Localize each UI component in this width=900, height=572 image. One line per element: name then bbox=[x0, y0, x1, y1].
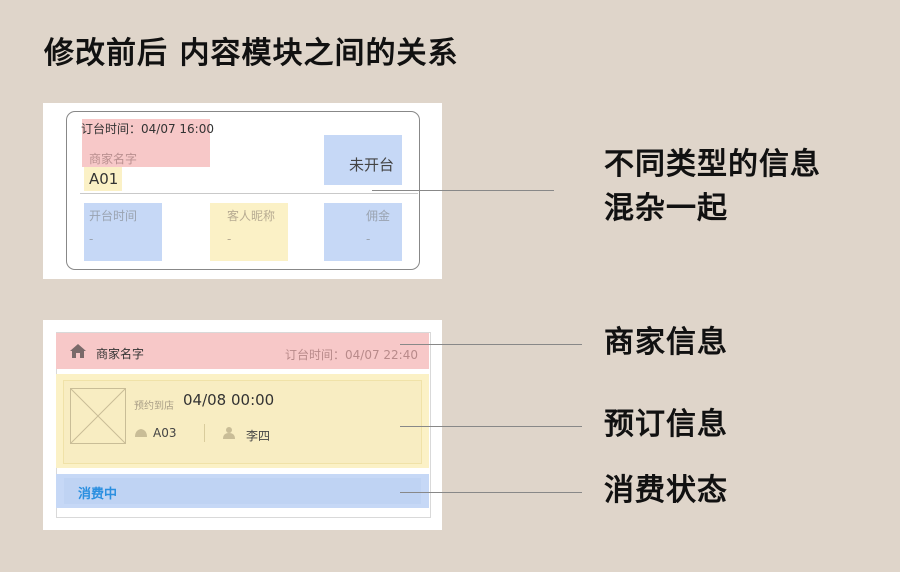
connector-line-booking bbox=[400, 426, 582, 427]
before-merchant-label: 商家名字 bbox=[89, 152, 138, 166]
bell-icon bbox=[135, 429, 147, 437]
before-guest-value: - bbox=[227, 232, 232, 246]
connector-line-status bbox=[400, 492, 582, 493]
before-commission-value: - bbox=[366, 232, 371, 246]
after-merchant-header bbox=[56, 333, 429, 369]
page-title: 修改前后 内容模块之间的关系 bbox=[44, 36, 459, 71]
home-icon bbox=[70, 344, 86, 358]
before-table-block bbox=[84, 167, 122, 191]
connector-line-merchant bbox=[400, 344, 582, 345]
before-merchant-block bbox=[82, 119, 210, 167]
before-order-time: 订台时间：04/07 16:00 bbox=[81, 122, 214, 136]
after-booking-time: 04/08 00:00 bbox=[183, 391, 275, 409]
before-commission-block bbox=[324, 203, 402, 261]
before-open-time-label: 开台时间 bbox=[89, 209, 138, 223]
before-status: 未开台 bbox=[349, 156, 395, 174]
after-order-time: 订台时间：04/07 22:40 bbox=[285, 348, 418, 362]
after-booking-divider bbox=[204, 424, 205, 442]
label-booking-info: 预订信息 bbox=[604, 407, 728, 442]
after-booking-label: 预约到店 bbox=[134, 401, 174, 412]
after-status-inner bbox=[64, 478, 421, 504]
before-status-block bbox=[324, 135, 402, 185]
image-placeholder-icon bbox=[70, 388, 126, 444]
after-table-no: A03 bbox=[153, 426, 177, 440]
before-open-time-block bbox=[84, 203, 162, 261]
before-table-no: A01 bbox=[89, 170, 119, 188]
label-before: 不同类型的信息 混杂一起 bbox=[604, 147, 821, 226]
person-icon bbox=[223, 427, 235, 439]
before-commission-label: 佣金 bbox=[366, 209, 391, 223]
after-guest-name: 李四 bbox=[246, 429, 271, 443]
before-guest-label: 客人昵称 bbox=[227, 209, 276, 223]
before-divider bbox=[80, 193, 418, 194]
before-open-time-value: - bbox=[89, 232, 94, 246]
label-consumption-status: 消费状态 bbox=[604, 473, 728, 508]
label-merchant-info: 商家信息 bbox=[604, 325, 728, 360]
connector-line-before bbox=[372, 190, 554, 191]
after-merchant-name: 商家名字 bbox=[96, 347, 145, 361]
after-status-text: 消费中 bbox=[78, 487, 118, 502]
after-booking-inner bbox=[63, 380, 422, 464]
before-guest-block bbox=[210, 203, 288, 261]
